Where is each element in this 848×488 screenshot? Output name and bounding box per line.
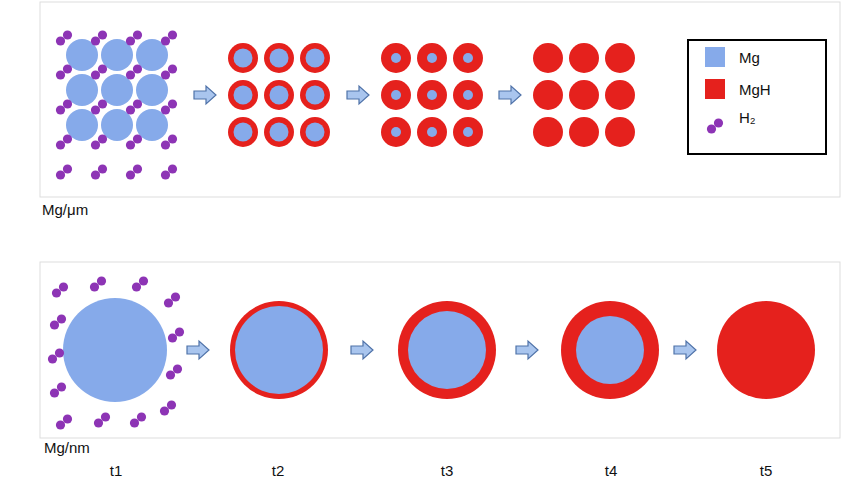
legend-swatch [705, 79, 725, 99]
h2-molecules [48, 276, 184, 429]
step-arrow [499, 86, 521, 104]
legend-entry: MgH [705, 79, 771, 99]
legend-box [688, 40, 826, 154]
time-label: t5 [760, 462, 773, 480]
hydriding-particle [561, 301, 659, 399]
step-arrow [516, 341, 538, 359]
time-label: t1 [110, 462, 123, 480]
step-arrow [187, 341, 209, 359]
time-label: t2 [272, 462, 285, 480]
hydriding-particle [398, 301, 496, 399]
legend-entry: Mg [705, 47, 760, 67]
legend-text: H₂ [739, 109, 756, 126]
mg-particles [66, 39, 168, 141]
panel-frame [40, 2, 840, 197]
step-arrow [351, 341, 373, 359]
sample-label: Mg/nm [44, 439, 90, 457]
legend-text: Mg [739, 49, 760, 66]
mostly-hydrided-particles [381, 43, 483, 147]
panel-frame [40, 262, 840, 438]
legend-h2-symbol [707, 118, 723, 133]
legend-swatch [705, 47, 725, 67]
h2-molecules [56, 30, 177, 179]
partly-hydrided-particles [228, 43, 330, 147]
step-arrow [347, 86, 369, 104]
hydrided-particles [533, 43, 635, 147]
sample-label: Mg/μm [42, 201, 88, 219]
time-label: t4 [605, 462, 618, 480]
legend-symbol-space [705, 107, 725, 127]
legend-text: MgH [739, 81, 771, 98]
legend-entry: H₂ [705, 107, 756, 127]
step-arrow [674, 341, 696, 359]
hydrided-particle [717, 301, 815, 399]
time-label: t3 [441, 462, 454, 480]
hydriding-particle [230, 301, 328, 399]
mg-particle [63, 298, 167, 402]
step-arrow [194, 86, 216, 104]
